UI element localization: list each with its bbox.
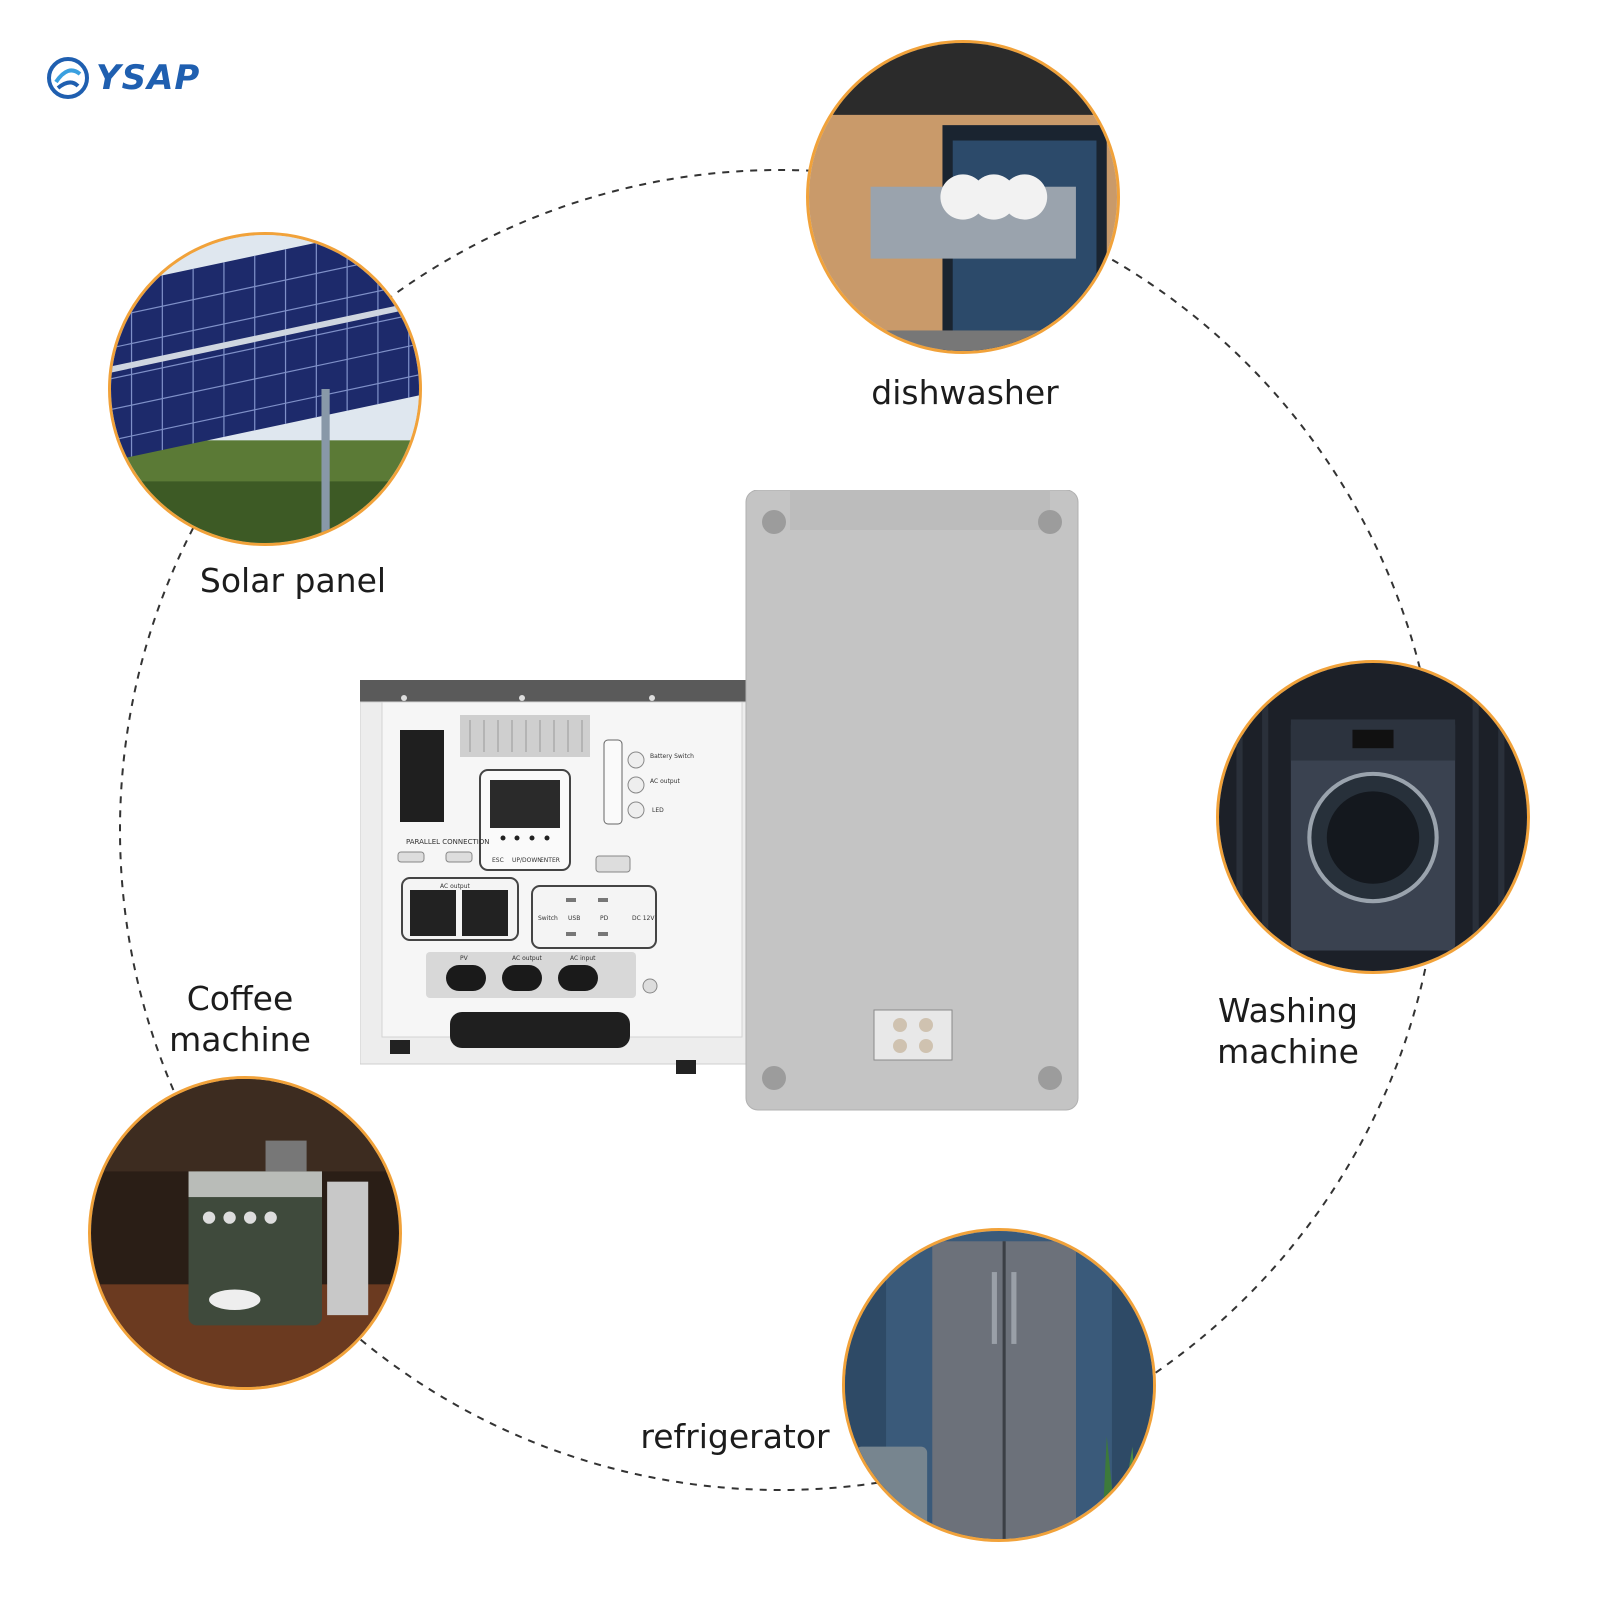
unit-handle bbox=[450, 1012, 630, 1048]
label-parallel-connection: PARALLEL CONNECTION bbox=[406, 838, 490, 846]
label-enter: ENTER bbox=[540, 857, 560, 864]
comm-port[interactable] bbox=[595, 855, 631, 873]
usb-port-2[interactable] bbox=[566, 932, 576, 936]
unit-black-panel bbox=[400, 730, 444, 822]
refrigerator-photo bbox=[842, 1228, 1156, 1542]
ac-output-button[interactable] bbox=[627, 776, 645, 794]
label-dc: DC 12V bbox=[632, 915, 655, 922]
label-ac-output: AC output bbox=[440, 883, 471, 890]
label-led: LED bbox=[652, 807, 664, 814]
label-refrigerator: refrigerator bbox=[640, 1417, 830, 1456]
brand-logo: YSAP bbox=[46, 56, 236, 100]
ac-output-port[interactable] bbox=[502, 965, 542, 991]
label-ac-input: AC input bbox=[570, 955, 596, 962]
solar-panel-photo bbox=[108, 232, 422, 546]
ac-input-breaker[interactable] bbox=[642, 978, 658, 994]
battery-module-panel bbox=[745, 490, 1079, 1111]
label-washing-line2: machine bbox=[1217, 1032, 1359, 1072]
label-ac-output2: AC output bbox=[512, 955, 543, 962]
dishwasher-photo bbox=[806, 40, 1120, 354]
brand-name: YSAP bbox=[96, 58, 201, 98]
label-coffee-line2: machine bbox=[169, 1020, 311, 1060]
ac-socket-1[interactable] bbox=[410, 890, 456, 936]
label-pd: PD bbox=[600, 915, 609, 922]
parallel-port-2[interactable] bbox=[445, 851, 473, 863]
label-solar-panel: Solar panel bbox=[199, 561, 387, 600]
usb-port-1[interactable] bbox=[566, 898, 576, 902]
brand-swirl-icon bbox=[47, 57, 89, 99]
label-coffee-line1: Coffee bbox=[186, 979, 294, 1018]
led-button[interactable] bbox=[627, 801, 645, 819]
coffee-machine-photo bbox=[88, 1076, 402, 1390]
label-dishwasher: dishwasher bbox=[871, 373, 1059, 412]
label-pv: PV bbox=[460, 955, 469, 962]
pd-port-1[interactable] bbox=[598, 898, 608, 902]
unit-lcd-screen bbox=[490, 780, 560, 828]
label-washing-line1: Washing bbox=[1218, 991, 1358, 1030]
label-esc: ESC bbox=[492, 857, 504, 864]
pv-input-port[interactable] bbox=[446, 965, 486, 991]
label-up-down: UP/DOWN bbox=[512, 857, 542, 864]
ac-input-port[interactable] bbox=[558, 965, 598, 991]
pd-port-2[interactable] bbox=[598, 932, 608, 936]
ac-socket-2[interactable] bbox=[462, 890, 508, 936]
label-ac-output-side: AC output bbox=[650, 778, 681, 785]
label-usb: USB bbox=[568, 915, 580, 922]
washing-machine-photo bbox=[1216, 660, 1530, 974]
parallel-port-1[interactable] bbox=[397, 851, 425, 863]
label-switch: Switch bbox=[538, 915, 558, 922]
power-station-product: ESC UP/DOWN ENTER Battery Switch AC outp… bbox=[360, 490, 1079, 1111]
label-battery-switch: Battery Switch bbox=[650, 753, 694, 760]
battery-switch-button[interactable] bbox=[627, 751, 645, 769]
unit-top-lid bbox=[360, 680, 748, 702]
